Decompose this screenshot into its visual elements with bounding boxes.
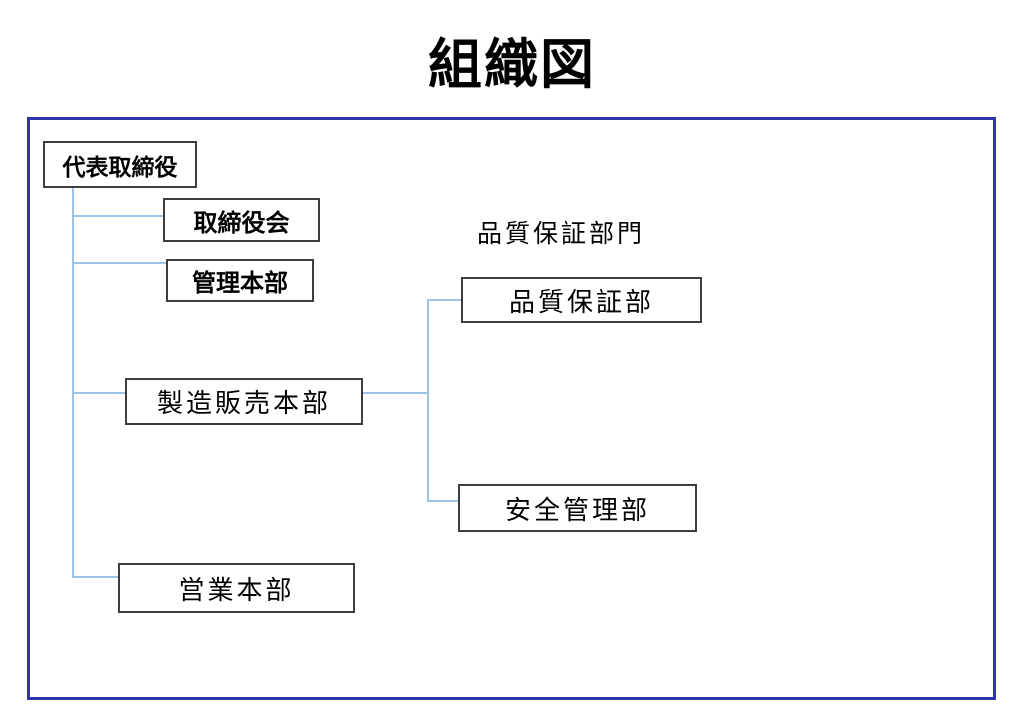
connector-trunk-vertical	[72, 188, 74, 578]
org-box-qa-dept: 品質保証部	[461, 277, 702, 323]
org-chart-frame	[27, 117, 996, 700]
org-box-mfg-sales-hq-label: 製造販売本部	[156, 389, 331, 418]
org-box-admin-hq-label: 管理本部	[192, 270, 288, 297]
org-box-board-of-directors-label: 取締役会	[193, 209, 290, 237]
connector-mfg-sales-hq-right	[363, 392, 428, 394]
connector-right-branch-vertical	[427, 299, 429, 502]
org-box-sales-hq: 営業本部	[118, 563, 355, 613]
connector-to-safety-dept	[427, 500, 458, 502]
org-box-sales-hq-label: 営業本部	[178, 575, 295, 605]
connector-ceo-to-admin-hq	[73, 262, 166, 264]
org-box-ceo-label: 代表取締役	[62, 153, 178, 180]
connector-ceo-to-mfg-sales-hq	[73, 392, 125, 394]
org-box-board-of-directors: 取締役会	[163, 198, 320, 242]
page-title: 組織図	[428, 35, 596, 95]
connector-ceo-to-board	[73, 215, 163, 217]
org-box-admin-hq: 管理本部	[166, 259, 314, 302]
group-label-qa-division: 品質保証部門	[477, 221, 646, 248]
connector-ceo-to-sales-hq	[73, 576, 118, 578]
org-box-mfg-sales-hq: 製造販売本部	[125, 378, 363, 425]
org-box-ceo: 代表取締役	[43, 141, 197, 188]
org-box-qa-dept-label: 品質保証部	[508, 287, 654, 317]
connector-to-qa-dept	[427, 299, 461, 301]
org-box-safety-dept-label: 安全管理部	[504, 495, 650, 525]
org-box-safety-dept: 安全管理部	[458, 484, 697, 532]
